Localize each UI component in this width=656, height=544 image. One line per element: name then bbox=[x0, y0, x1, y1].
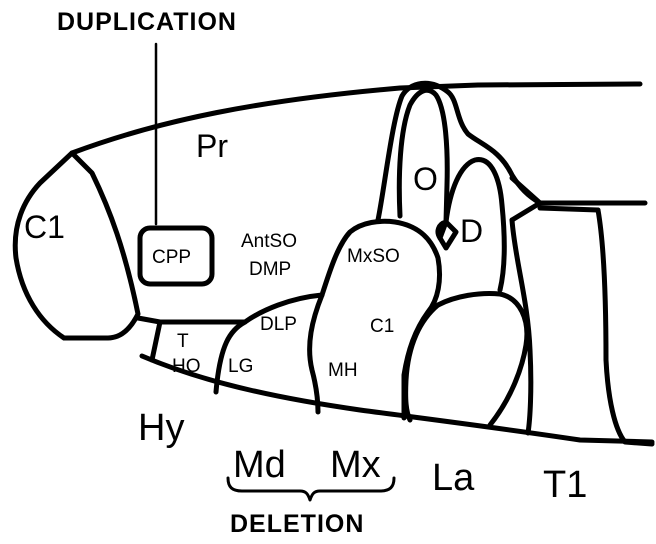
lg-label: LG bbox=[228, 356, 253, 377]
t1-inner-segment bbox=[598, 210, 652, 444]
t1-segment-top bbox=[540, 208, 598, 210]
la-t1-boundary bbox=[512, 220, 531, 433]
t1-label: T1 bbox=[543, 464, 587, 506]
c1-left-segment bbox=[15, 153, 138, 338]
la-label: La bbox=[432, 457, 475, 499]
d-label: D bbox=[460, 213, 483, 249]
dmp-label: DMP bbox=[249, 259, 291, 280]
cpp-label: CPP bbox=[152, 247, 191, 268]
o-label: O bbox=[413, 161, 438, 197]
deletion-caption: DELETION bbox=[230, 510, 364, 538]
dlp-label: DLP bbox=[260, 314, 297, 335]
antso-label: AntSO bbox=[241, 231, 297, 252]
hy-label: Hy bbox=[138, 407, 184, 449]
c1-left-label: C1 bbox=[24, 209, 65, 245]
pr-label: Pr bbox=[196, 128, 228, 164]
la-lobe bbox=[438, 293, 527, 425]
mh-label: MH bbox=[328, 360, 358, 381]
la-lobe-left bbox=[406, 305, 438, 420]
d-t1-connector bbox=[512, 178, 540, 220]
t-label: T bbox=[177, 331, 189, 352]
c1-inner-label: C1 bbox=[370, 316, 394, 337]
duplication-caption: DUPLICATION bbox=[57, 8, 237, 36]
mh-boundary bbox=[310, 295, 322, 412]
d-lobe-inner bbox=[440, 222, 456, 248]
ho-boundary bbox=[152, 322, 160, 360]
ho-label: HO bbox=[172, 356, 201, 377]
md-label: Md bbox=[233, 444, 286, 486]
mx-label: Mx bbox=[330, 444, 381, 486]
mxso-label: MxSO bbox=[347, 246, 400, 267]
